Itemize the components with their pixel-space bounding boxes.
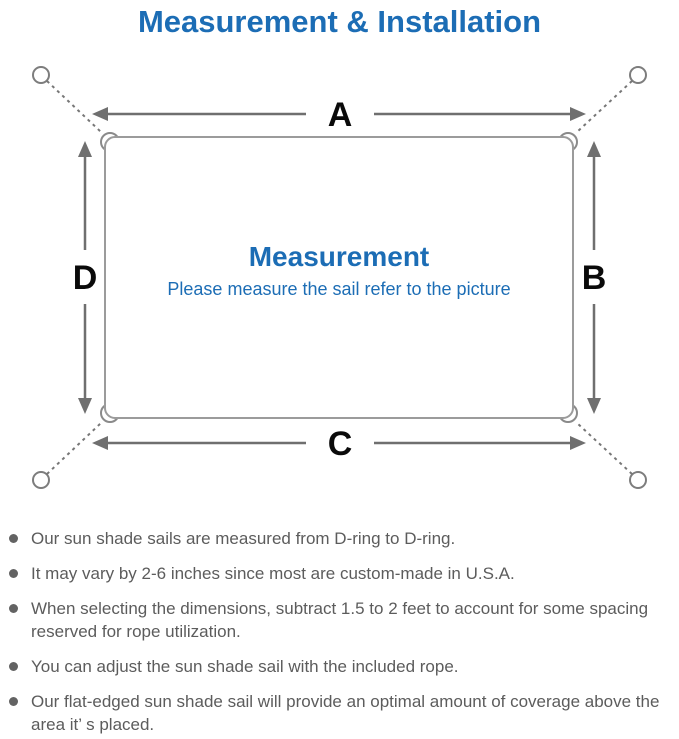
anchor-ring-bottom-right-icon	[629, 471, 647, 489]
note-text: You can adjust the sun shade sail with t…	[31, 657, 459, 676]
note-text: When selecting the dimensions, subtract …	[31, 599, 649, 641]
anchor-ring-top-right-icon	[629, 66, 647, 84]
note-text: Our sun shade sails are measured from D-…	[31, 529, 456, 548]
diagram-center-subtitle: Please measure the sail refer to the pic…	[167, 279, 510, 299]
note-text: It may vary by 2-6 inches since most are…	[31, 564, 515, 583]
diagram-center-title: Measurement	[249, 241, 430, 272]
rope-line-bottom-right	[576, 422, 633, 475]
measurement-diagram: A C D B Measurement Please meas	[32, 66, 647, 489]
rope-line-top-right	[576, 80, 633, 133]
note-text: Our flat-edged sun shade sail will provi…	[31, 692, 660, 734]
list-item: It may vary by 2-6 inches since most are…	[9, 562, 673, 585]
list-item: When selecting the dimensions, subtract …	[9, 597, 673, 643]
shade-sail-outline	[104, 136, 574, 419]
dimension-arrow-c: C	[92, 425, 586, 463]
rope-line-bottom-left	[46, 422, 102, 475]
bullet-dot-icon	[9, 697, 18, 706]
dimension-arrow-b: B	[582, 141, 607, 414]
dimension-label-d: D	[73, 259, 98, 297]
list-item: Our flat-edged sun shade sail will provi…	[9, 690, 673, 736]
page-title: Measurement & Installation	[137, 4, 542, 39]
anchor-ring-bottom-left-icon	[32, 471, 50, 489]
bullet-dot-icon	[9, 662, 18, 671]
dimension-label-b: B	[582, 259, 607, 297]
list-item: You can adjust the sun shade sail with t…	[9, 655, 673, 678]
dimension-label-a: A	[328, 96, 353, 134]
measurement-notes-list: Our sun shade sails are measured from D-…	[0, 527, 679, 736]
anchor-ring-top-left-icon	[32, 66, 50, 84]
dimension-arrow-a: A	[92, 96, 586, 134]
bullet-dot-icon	[9, 604, 18, 613]
bullet-dot-icon	[9, 569, 18, 578]
list-item: Our sun shade sails are measured from D-…	[9, 527, 673, 550]
rope-line-top-left	[46, 80, 102, 133]
bullet-dot-icon	[9, 534, 18, 543]
dimension-arrow-d: D	[73, 141, 98, 414]
dimension-label-c: C	[328, 425, 353, 463]
